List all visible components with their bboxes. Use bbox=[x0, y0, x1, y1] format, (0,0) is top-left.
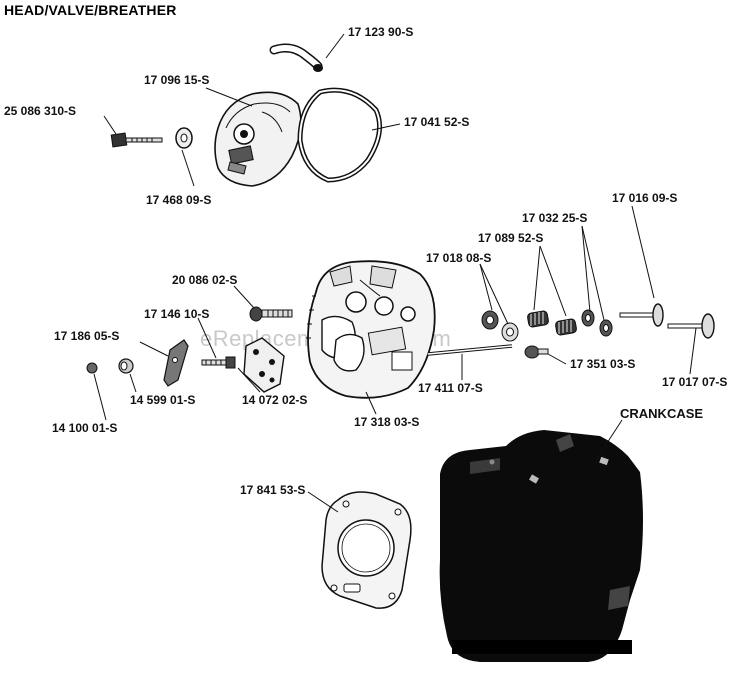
washer[interactable] bbox=[175, 127, 193, 149]
valve-cover[interactable] bbox=[214, 91, 302, 187]
label-17-411-07-s: 17 411 07-S bbox=[418, 381, 483, 395]
adjusting-nut[interactable] bbox=[524, 345, 549, 359]
label-17-186-05-s: 17 186 05-S bbox=[54, 329, 119, 343]
valve-cover-gasket[interactable] bbox=[297, 87, 383, 183]
label-14-599-01-s: 14 599 01-S bbox=[130, 393, 195, 407]
rocker-arm[interactable] bbox=[163, 339, 189, 387]
valve-spring-2[interactable] bbox=[555, 318, 577, 336]
label-17-016-09-s: 17 016 09-S bbox=[612, 191, 677, 205]
label-17-032-25-s: 17 032 25-S bbox=[522, 211, 587, 225]
label-14-100-01-s: 14 100 01-S bbox=[52, 421, 117, 435]
label-17-096-15-s: 17 096 15-S bbox=[144, 73, 209, 87]
guide-plate[interactable] bbox=[243, 337, 285, 393]
cover-bolt[interactable] bbox=[110, 132, 163, 148]
label-14-072-02-s: 14 072 02-S bbox=[242, 393, 307, 407]
valve-spring-1[interactable] bbox=[527, 310, 549, 328]
label-17-018-08-s: 17 018 08-S bbox=[426, 251, 491, 265]
label-17-351-03-s: 17 351 03-S bbox=[570, 357, 635, 371]
label-17-041-52-s: 17 041 52-S bbox=[404, 115, 469, 129]
valve-stem-seal-2[interactable] bbox=[501, 322, 519, 342]
label-17-017-07-s: 17 017 07-S bbox=[662, 375, 727, 389]
diagram-title: HEAD/VALVE/BREATHER bbox=[4, 2, 177, 18]
label-17-468-09-s: 17 468 09-S bbox=[146, 193, 211, 207]
label-17-146-10-s: 17 146 10-S bbox=[144, 307, 209, 321]
spring-retainer-2[interactable] bbox=[599, 319, 613, 337]
crankcase[interactable] bbox=[439, 430, 643, 662]
pushrod[interactable] bbox=[427, 344, 513, 356]
label-25-086-310-s: 25 086 310-S bbox=[4, 104, 76, 118]
label-17-841-53-s: 17 841 53-S bbox=[240, 483, 305, 497]
head-gasket[interactable] bbox=[321, 491, 412, 609]
label-crankcase: CRANKCASE bbox=[620, 406, 703, 421]
leader-lines bbox=[93, 33, 697, 513]
hex-nut[interactable] bbox=[86, 362, 98, 374]
label-17-123-90-s: 17 123 90-S bbox=[348, 25, 413, 39]
breather-tube[interactable] bbox=[269, 43, 323, 72]
exhaust-valve[interactable] bbox=[619, 303, 664, 327]
spring-retainer-1[interactable] bbox=[581, 309, 595, 327]
cylinder-head[interactable] bbox=[306, 260, 436, 399]
stud-bolt[interactable] bbox=[249, 306, 293, 322]
label-17-089-52-s: 17 089 52-S bbox=[478, 231, 543, 245]
label-20-086-02-s: 20 086 02-S bbox=[172, 273, 237, 287]
rocker-stud[interactable] bbox=[201, 356, 236, 369]
spacer[interactable] bbox=[118, 358, 134, 374]
valve-stem-seal[interactable] bbox=[481, 310, 499, 330]
intake-valve[interactable] bbox=[667, 313, 715, 339]
label-17-318-03-s: 17 318 03-S bbox=[354, 415, 419, 429]
